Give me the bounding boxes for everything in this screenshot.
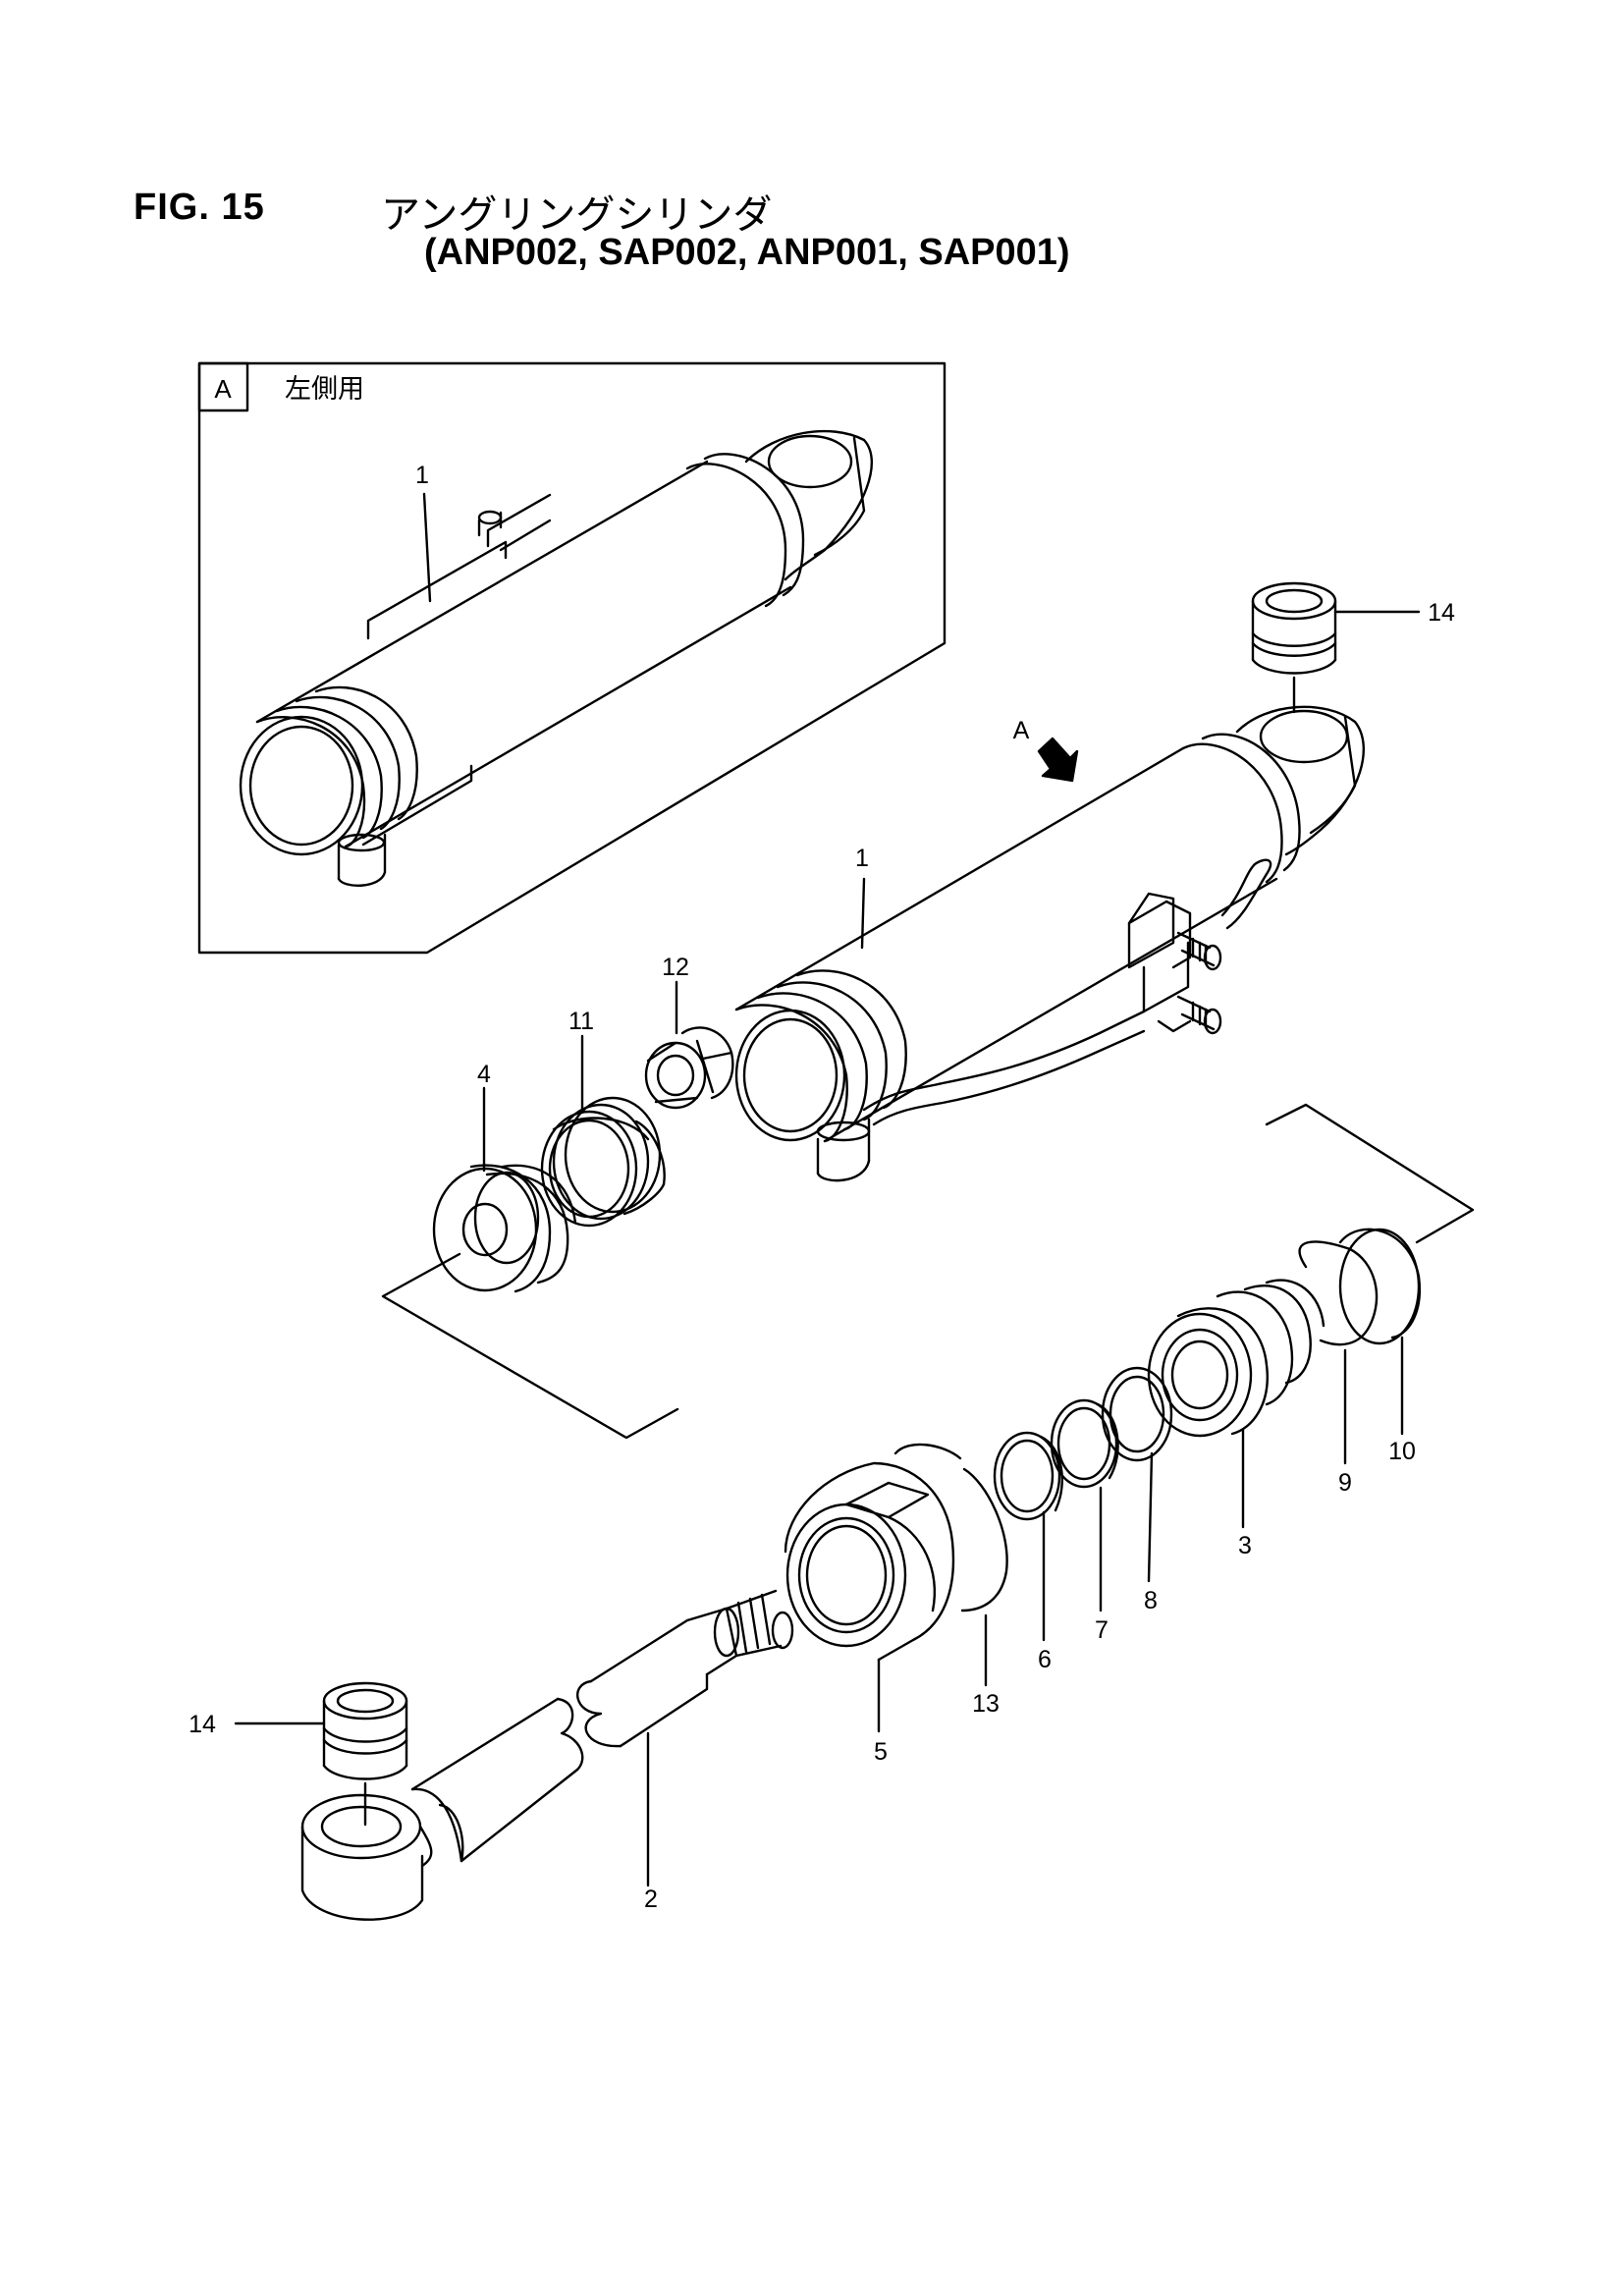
snap-ring-13	[893, 1443, 1008, 1613]
pin-bushing-bottom	[234, 1681, 408, 1827]
piston-group-bracket	[381, 1252, 679, 1440]
callout-4: 4	[477, 1061, 491, 1088]
inset-callout-label: 1	[415, 462, 429, 489]
piston-seal-set-11	[540, 1096, 666, 1228]
gland-3	[1147, 1279, 1325, 1438]
callout-3: 3	[1238, 1532, 1252, 1559]
wiper-ring-10	[1338, 1228, 1422, 1345]
port-fitting-upper	[1176, 931, 1222, 971]
callout-1: 1	[855, 845, 869, 872]
inset-callout-1	[422, 492, 432, 603]
callout-leader-1	[860, 877, 866, 950]
pin-bushing-top	[1251, 581, 1421, 714]
dust-seal-6	[993, 1431, 1063, 1521]
callout-12: 12	[662, 954, 689, 981]
callout-7: 7	[1095, 1616, 1109, 1644]
callout-8: 8	[1144, 1587, 1158, 1614]
piston-rod-2	[300, 1589, 794, 1921]
port-fitting-lower	[1176, 995, 1222, 1035]
callout-5: 5	[874, 1738, 888, 1766]
callout-14-top: 14	[1428, 599, 1455, 627]
inset-caption: 左側用	[285, 374, 364, 404]
callout-6: 6	[1038, 1646, 1052, 1673]
callout-14-bottom: 14	[189, 1711, 216, 1738]
callout-2: 2	[644, 1886, 658, 1913]
figure-number: FIG. 15	[134, 187, 265, 228]
callout-11: 11	[568, 1008, 594, 1035]
callout-10: 10	[1388, 1438, 1416, 1465]
cylinder-tube	[734, 705, 1365, 1182]
inset-tag: A	[214, 374, 232, 404]
callout-9: 9	[1338, 1469, 1352, 1497]
inset-cylinder-tube	[239, 429, 874, 887]
figure-title: アングリングシリンダ	[381, 192, 773, 238]
piston-4	[432, 1164, 577, 1293]
view-arrow-label: A	[1013, 717, 1030, 744]
view-arrow-a	[1037, 737, 1079, 783]
callout-13: 13	[972, 1690, 1000, 1718]
callout-leader-8	[1147, 1451, 1154, 1583]
inset-a-frame	[197, 361, 947, 955]
figure-model-list: (ANP002, SAP002, ANP001, SAP001)	[424, 232, 1070, 273]
gland-group-bracket	[1265, 1103, 1475, 1244]
lock-nut-12	[644, 1026, 734, 1110]
snap-ring-9	[1298, 1240, 1379, 1346]
gland-nut-5	[784, 1461, 955, 1662]
